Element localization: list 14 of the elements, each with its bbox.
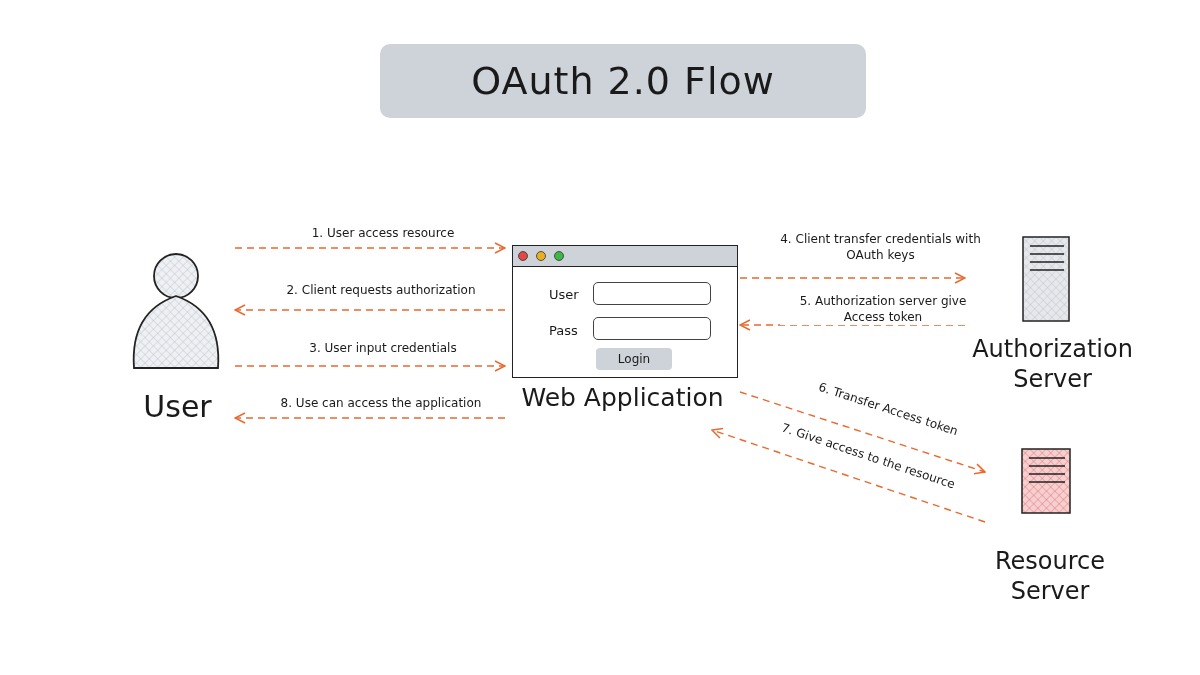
field-label: Pass: [549, 323, 578, 338]
node-label: User: [142, 388, 213, 426]
arrow: [234, 412, 506, 424]
arrow: [234, 304, 506, 316]
field-label: User: [549, 287, 579, 302]
arrow: [234, 360, 506, 372]
node-label: Web Application: [520, 382, 725, 414]
node-label: Resource Server: [993, 546, 1107, 606]
arrow: [234, 242, 506, 254]
arrow: [739, 272, 966, 284]
arrow: [711, 427, 986, 523]
arrow: [739, 391, 986, 475]
login-button: Login: [596, 348, 672, 370]
title-banner: OAuth 2.0 Flow: [380, 44, 866, 118]
